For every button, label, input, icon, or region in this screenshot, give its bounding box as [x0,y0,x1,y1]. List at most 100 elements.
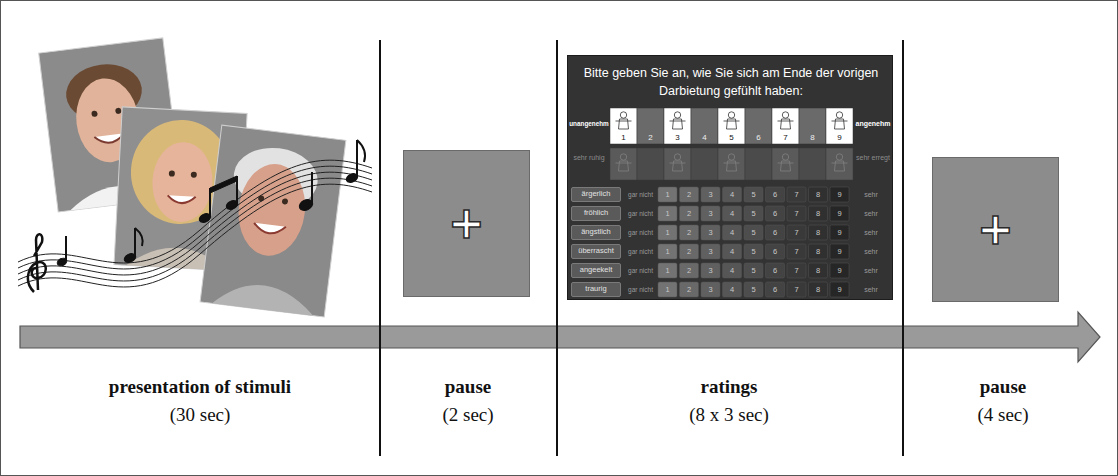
emotion-button: fröhlich [571,206,621,221]
scale-number: 9 [830,229,849,237]
scale-number: 6 [766,248,785,256]
face-photo [258,195,265,202]
arousal-cell [799,148,826,180]
scale-anchor: gar nicht [624,229,657,236]
rating-screen: Bitte geben Sie an, wie Sie sich am Ende… [567,55,893,300]
rating-cell [680,282,699,297]
scale-number: 1 [658,210,677,218]
fixation-screen: + [403,150,530,297]
scale-number: 3 [664,134,691,143]
scale-number: 2 [680,229,699,237]
rating-cell [723,244,742,259]
music-staff [18,160,372,263]
rating-cell [723,206,742,221]
scale-number: 4 [723,286,742,294]
fixation-screen: + [932,157,1059,302]
rating-cell [723,263,742,278]
emotion-name: traurig [572,283,620,296]
scale-number: 1 [610,134,637,143]
rating-cell [809,282,828,297]
scale-number: 8 [809,267,828,275]
scale-number: 7 [787,267,806,275]
scale-number: 4 [723,267,742,275]
emotion-button: ärgerlich [571,187,621,202]
scale-number: 1 [658,248,677,256]
rating-cell [830,206,849,221]
rating-cell [658,225,677,240]
phase-duration: (8 x 3 sec) [569,404,889,427]
scale-number: 8 [809,210,828,218]
rating-cell [658,263,677,278]
sam-figure [782,154,788,160]
fixation-cross: + [933,158,1058,301]
sam-figure [724,161,740,171]
sam-figure [616,161,632,171]
scale-number: 8 [799,134,826,143]
emotion-button: angeekelt [571,263,621,278]
scale-number: 3 [701,267,720,275]
music-notes [65,236,67,261]
arousal-cell [691,148,718,180]
valence-cell [826,108,853,144]
phase-name: pause [913,376,1093,399]
scale-number: 5 [744,210,763,218]
rating-cell [744,206,763,221]
scale-number: 5 [744,267,763,275]
sam-figure [728,154,734,160]
rating-cell [809,263,828,278]
rating-cell [830,187,849,202]
rating-cell [830,244,849,259]
scale-number: 8 [809,229,828,237]
rating-cell [680,244,699,259]
sam-figure [782,112,788,118]
rating-cell [658,206,677,221]
scale-number: 7 [787,210,806,218]
emotion-name: fröhlich [572,207,620,220]
phase-name: ratings [569,376,889,399]
sam-figure [836,112,842,118]
music-notes [135,228,143,246]
scale-number: 4 [723,248,742,256]
timeline-arrow [20,312,1100,362]
clef-symbol [28,234,46,292]
rating-cell [787,282,806,297]
scale-number: 9 [830,210,849,218]
scale-number: 3 [701,229,720,237]
rating-cell [787,225,806,240]
rating-cell [680,187,699,202]
arousal-cell [745,148,772,180]
scale-number: 4 [723,210,742,218]
scale-number: 2 [680,210,699,218]
rating-cell [723,187,742,202]
sam-figure [620,154,626,160]
rating-cell [830,282,849,297]
arousal-cell [718,148,745,180]
scale-number: 6 [766,191,785,199]
phase-divider [379,40,381,456]
scale-number: 1 [658,286,677,294]
scale-number: 1 [658,267,677,275]
face-photo [115,108,122,115]
emotion-name: überrascht [572,245,620,258]
phase-duration: (4 sec) [913,404,1093,427]
face-photo [91,110,98,117]
emotion-button: ängstlich [571,225,621,240]
scale-number: 9 [830,248,849,256]
sam-figure [728,112,734,118]
rating-cell [701,282,720,297]
face-photo [167,195,195,203]
rating-cell [830,263,849,278]
valence-cell [610,108,637,144]
scale-number: 8 [809,191,828,199]
rating-cell [680,263,699,278]
scale-number: 3 [701,191,720,199]
scale-number: 3 [701,286,720,294]
face-photo [212,279,316,315]
scale-anchor: gar nicht [624,210,657,217]
scale-number: 3 [701,248,720,256]
music-notes [56,140,365,267]
scale-number: 9 [826,134,853,143]
rating-cell [766,206,785,221]
rating-cell [809,225,828,240]
